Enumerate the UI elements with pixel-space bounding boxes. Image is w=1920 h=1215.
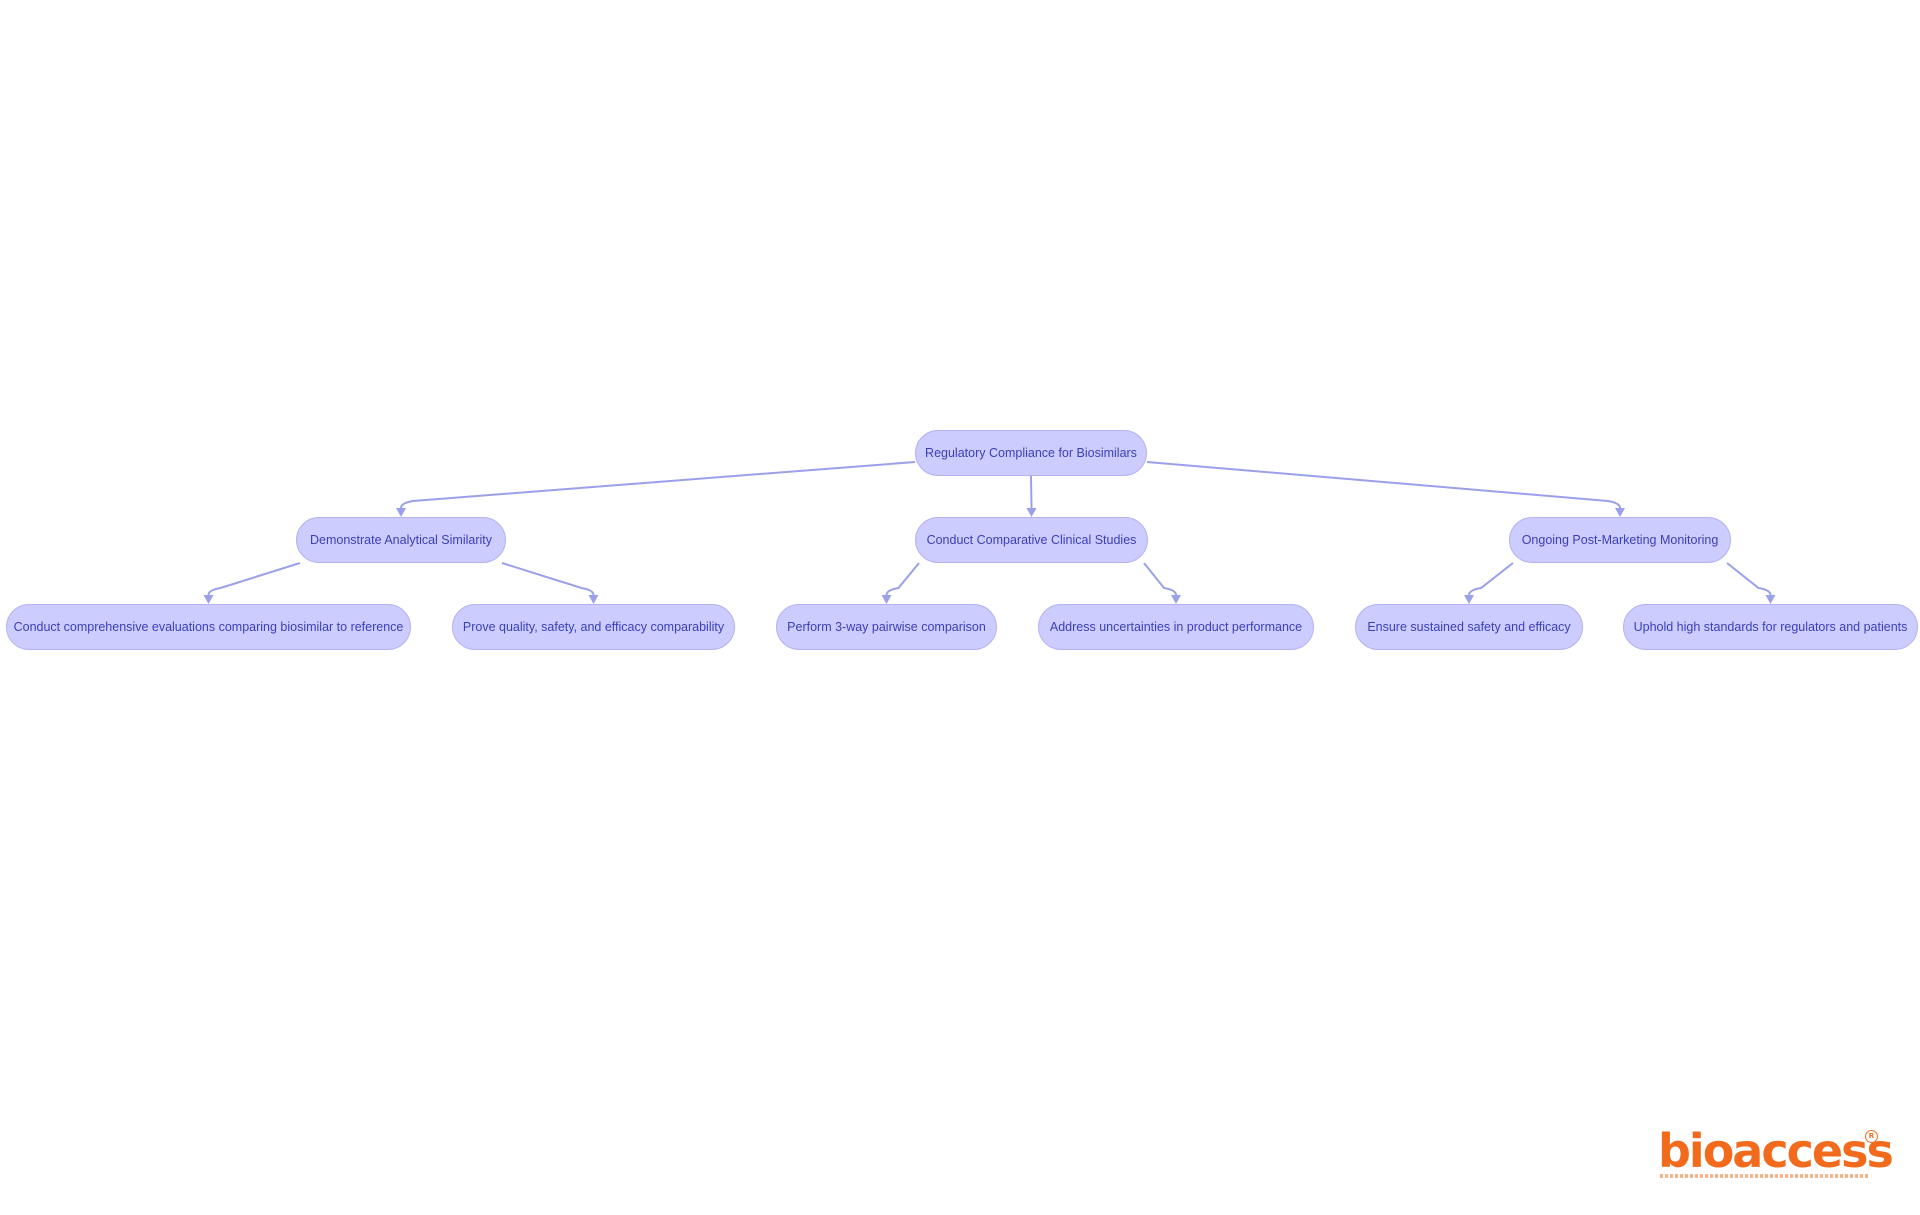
node-ongoing-post-marketing-monitoring[interactable]: Ongoing Post-Marketing Monitoring <box>1509 517 1731 563</box>
edge-root-to-clinical <box>1030 475 1033 509</box>
node-uphold-high-standards[interactable]: Uphold high standards for regulators and… <box>1623 604 1918 650</box>
edge-root-to-analytical <box>400 461 916 509</box>
edge-root-to-clinical-arrowhead <box>1026 508 1037 517</box>
node-label: Demonstrate Analytical Similarity <box>309 533 492 547</box>
edge-monitoring-to-child-2 <box>1726 562 1772 596</box>
registered-mark-icon: R <box>1865 1130 1878 1143</box>
node-label: Uphold high standards for regulators and… <box>1633 620 1908 634</box>
node-label: Conduct Comparative Clinical Studies <box>926 533 1137 547</box>
node-label: Ongoing Post-Marketing Monitoring <box>1521 533 1719 547</box>
node-label: Address uncertainties in product perform… <box>1049 620 1303 634</box>
edge-clinical-to-child-2-arrowhead <box>1171 595 1181 604</box>
edge-analytical-to-child-1-arrowhead <box>203 595 214 604</box>
edge-analytical-to-child-2 <box>501 562 595 596</box>
node-perform-pairwise-comparison[interactable]: Perform 3-way pairwise comparison <box>776 604 997 650</box>
edge-analytical-to-child-2-arrowhead <box>588 595 599 604</box>
edge-monitoring-to-child-1 <box>1468 562 1514 596</box>
edge-monitoring-to-child-1-arrowhead <box>1464 595 1474 604</box>
node-conduct-comparative-clinical-studies[interactable]: Conduct Comparative Clinical Studies <box>915 517 1148 563</box>
edge-analytical-to-child-1 <box>207 562 301 596</box>
node-ensure-sustained-safety[interactable]: Ensure sustained safety and efficacy <box>1355 604 1583 650</box>
edge-root-to-monitoring <box>1146 461 1621 509</box>
node-conduct-comprehensive-evaluations[interactable]: Conduct comprehensive evaluations compar… <box>6 604 411 650</box>
node-root[interactable]: Regulatory Compliance for Biosimilars <box>915 430 1147 476</box>
node-label: Prove quality, safety, and efficacy comp… <box>462 620 725 634</box>
node-prove-comparability[interactable]: Prove quality, safety, and efficacy comp… <box>452 604 735 650</box>
node-label: Conduct comprehensive evaluations compar… <box>13 620 404 634</box>
node-demonstrate-analytical-similarity[interactable]: Demonstrate Analytical Similarity <box>296 517 506 563</box>
edge-monitoring-to-child-2-arrowhead <box>1765 595 1776 604</box>
edge-clinical-to-child-1-arrowhead <box>881 595 892 604</box>
node-label: Perform 3-way pairwise comparison <box>787 620 986 634</box>
logo-wordmark: bioaccess <box>1658 1124 1894 1178</box>
edge-clinical-to-child-1 <box>885 562 920 596</box>
node-label: Ensure sustained safety and efficacy <box>1367 620 1571 634</box>
edge-clinical-to-child-2 <box>1143 562 1177 596</box>
logo-tagline <box>1660 1174 1870 1178</box>
edge-root-to-analytical-arrowhead <box>396 508 406 517</box>
node-root-label: Regulatory Compliance for Biosimilars <box>925 446 1137 460</box>
node-address-uncertainties[interactable]: Address uncertainties in product perform… <box>1038 604 1314 650</box>
bioaccess-logo: bioaccess R <box>1650 1128 1894 1184</box>
edge-root-to-monitoring-arrowhead <box>1615 508 1625 517</box>
